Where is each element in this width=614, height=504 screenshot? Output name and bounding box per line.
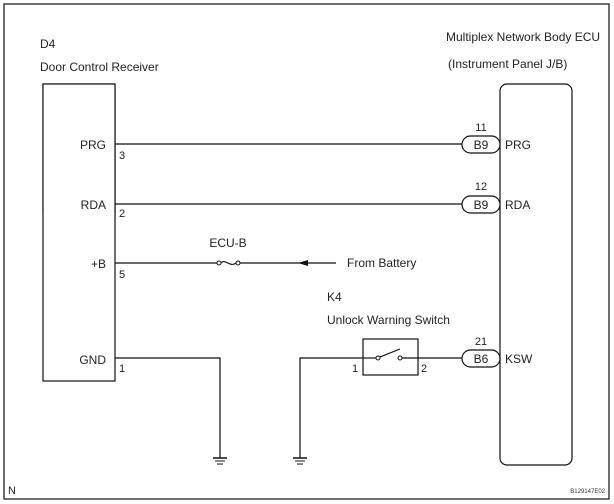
right-component-name: Multiplex Network Body ECU bbox=[446, 30, 600, 44]
ecu-terminal-ksw: KSW bbox=[505, 352, 533, 366]
ecu-terminal-rda: RDA bbox=[505, 198, 530, 212]
left-component-code: D4 bbox=[40, 37, 56, 51]
figure-id: B129147E02 bbox=[570, 489, 605, 495]
frame-note: N bbox=[8, 485, 16, 497]
terminal-label-rda: RDA bbox=[81, 198, 106, 212]
switch-icon bbox=[375, 348, 403, 361]
ground-icon bbox=[293, 457, 307, 465]
wire-gnd-left bbox=[115, 357, 221, 458]
pin-number-21: 21 bbox=[475, 336, 487, 348]
pin-number-12: 12 bbox=[475, 181, 487, 193]
connector-b9-prg bbox=[461, 135, 501, 154]
arrow-icon bbox=[298, 260, 308, 266]
right-component-location: (Instrument Panel J/B) bbox=[448, 57, 567, 71]
switch-name: Unlock Warning Switch bbox=[327, 313, 450, 327]
body-ecu-box bbox=[499, 83, 573, 466]
power-source-label: From Battery bbox=[347, 256, 416, 270]
connector-b6-ksw bbox=[461, 349, 501, 368]
pin-number-5: 5 bbox=[119, 269, 125, 281]
ground-icon bbox=[213, 457, 227, 465]
pin-number-1: 1 bbox=[119, 363, 125, 375]
unlock-warning-switch-box bbox=[362, 338, 419, 376]
switch-code: K4 bbox=[327, 290, 342, 304]
diagram-frame bbox=[3, 3, 610, 500]
ecu-terminal-prg: PRG bbox=[505, 138, 531, 152]
connector-code-b9: B9 bbox=[474, 198, 489, 212]
wire-gnd-switch bbox=[299, 357, 363, 458]
terminal-label-plus-b: +B bbox=[91, 257, 106, 271]
connector-code-b9: B9 bbox=[474, 138, 489, 152]
switch-pin-2: 2 bbox=[421, 363, 427, 375]
connector-code-b6: B6 bbox=[474, 352, 489, 366]
connector-b9-rda bbox=[461, 195, 501, 214]
pin-number-3: 3 bbox=[119, 150, 125, 162]
switch-pin-1: 1 bbox=[352, 363, 358, 375]
left-component-name: Door Control Receiver bbox=[40, 60, 159, 74]
pin-number-2: 2 bbox=[119, 208, 125, 220]
pin-number-11: 11 bbox=[475, 122, 486, 134]
terminal-label-prg: PRG bbox=[80, 138, 106, 152]
door-control-receiver-block bbox=[42, 83, 116, 382]
fuse-label: ECU-B bbox=[209, 236, 246, 250]
fuse-icon bbox=[216, 260, 241, 266]
terminal-label-gnd: GND bbox=[79, 353, 106, 367]
